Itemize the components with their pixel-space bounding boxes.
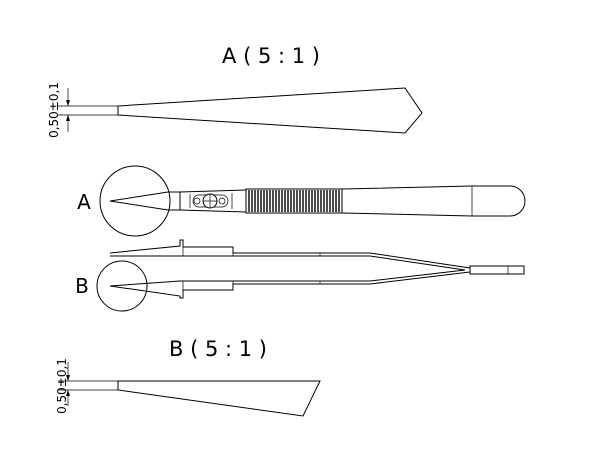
detail-a-tip-outline	[117, 87, 423, 134]
grip-hatching	[248, 190, 340, 212]
detail-b: B ( 5 : 1 ) 0,50±0,1	[55, 337, 321, 417]
detail-b-tolerance: 0,50±0,1	[55, 358, 69, 414]
detail-a: A ( 5 : 1 ) 0,50±0,1	[47, 44, 423, 138]
tweezers-top-view: A	[77, 165, 526, 237]
detail-b-title: B ( 5 : 1 )	[169, 337, 267, 361]
callout-label-a: A	[77, 190, 91, 214]
detail-a-tolerance: 0,50±0,1	[47, 82, 61, 138]
detail-b-dimension: 0,50±0,1	[55, 358, 118, 414]
detail-a-dimension: 0,50±0,1	[47, 82, 118, 138]
detail-b-tip-outline	[117, 380, 321, 417]
callout-label-b: B	[75, 274, 89, 298]
tweezers-side-view: B	[75, 239, 525, 312]
callout-circle-a	[99, 165, 171, 237]
callout-circle-b	[96, 260, 148, 312]
detail-a-title: A ( 5 : 1 )	[222, 44, 320, 68]
